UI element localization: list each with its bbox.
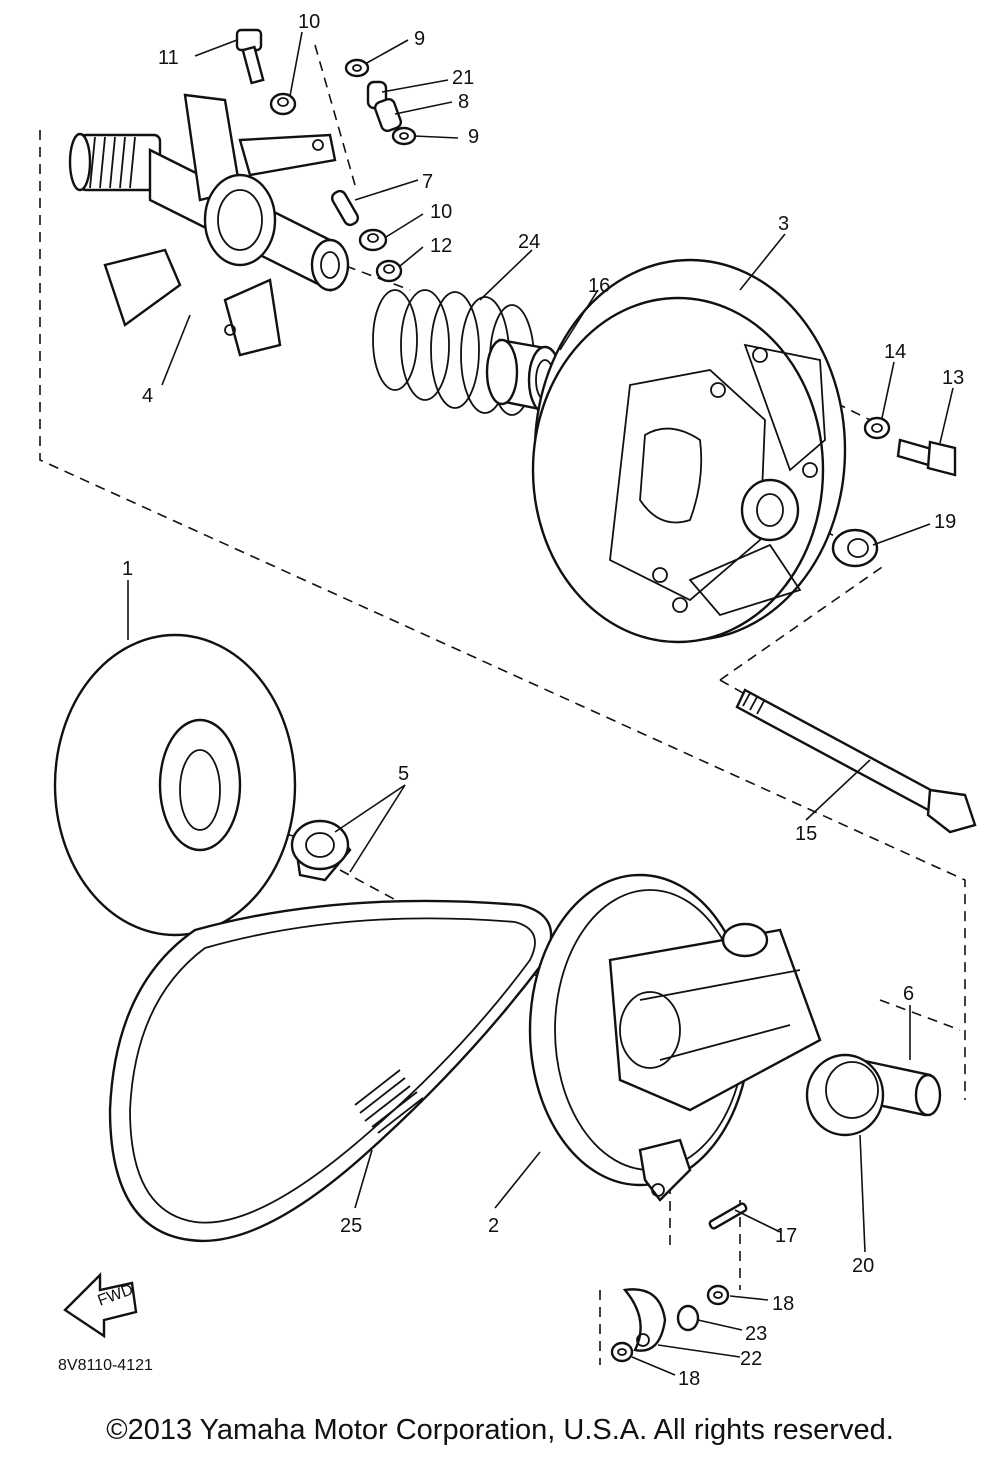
sheave-cover-part [531,258,847,644]
spider-hub-part [68,93,350,357]
callout-11: 11 [158,47,179,69]
callout-5: 5 [398,763,409,785]
movable-sheave-part [528,873,822,1202]
callout-18: 18 [772,1293,794,1315]
washer-part [391,126,417,146]
cover-bolt-part [896,438,957,477]
callout-23: 23 [745,1323,767,1345]
callout-20: 20 [852,1255,874,1277]
leader-lines [127,31,954,1376]
callout-labels: 11 10 9 21 8 9 7 10 12 24 16 3 4 14 13 1… [122,11,964,1390]
callout-12: 12 [430,235,452,257]
lock-nut-part [375,259,403,283]
callout-8: 8 [458,91,469,113]
spacer-part [831,528,879,568]
pin-part [373,97,403,133]
washer-part [610,1341,634,1363]
weight-arm-part [622,1288,667,1352]
callout-6: 6 [903,983,914,1005]
callout-21: 21 [452,67,474,89]
v-belt-part [108,899,553,1243]
bolt-part [235,28,265,85]
callout-15: 15 [795,823,817,845]
fwd-arrow-icon: FWD [63,1272,138,1339]
seal-ring-part [805,1053,885,1137]
washer-part [706,1284,730,1306]
washer-part [863,416,891,440]
long-bolt-part [735,688,977,834]
copyright-footer: ©2013 Yamaha Motor Corporation, U.S.A. A… [106,1414,894,1446]
callout-24: 24 [518,231,540,253]
fixed-sheave-part [53,633,297,937]
roller-part [676,1304,700,1332]
callout-9: 9 [468,126,479,148]
nut-part [269,92,297,116]
callout-22: 22 [740,1348,762,1370]
roller-pin-part [330,189,360,227]
callout-25: 25 [340,1215,362,1237]
callout-3: 3 [778,213,789,235]
callout-18: 18 [678,1368,700,1390]
sheave-bushing-part [290,819,352,882]
nut-part [358,228,388,252]
drawing-code: 8V8110-4121 [58,1357,153,1374]
callout-16: 16 [588,275,610,297]
callout-1: 1 [122,558,133,580]
callout-14: 14 [884,341,906,363]
spring-part [372,289,535,416]
exploded-parts-diagram: 11 10 9 21 8 9 7 10 12 24 16 3 4 14 13 1… [39,11,977,1390]
pin-part [708,1202,748,1230]
callout-4: 4 [142,385,153,407]
callout-7: 7 [422,171,433,193]
callout-10: 10 [298,11,320,33]
callout-19: 19 [934,511,956,533]
callout-10: 10 [430,201,452,223]
callout-2: 2 [488,1215,499,1237]
callout-9: 9 [414,28,425,50]
callout-13: 13 [942,367,964,389]
callout-17: 17 [775,1225,797,1247]
washer-part [344,58,370,78]
